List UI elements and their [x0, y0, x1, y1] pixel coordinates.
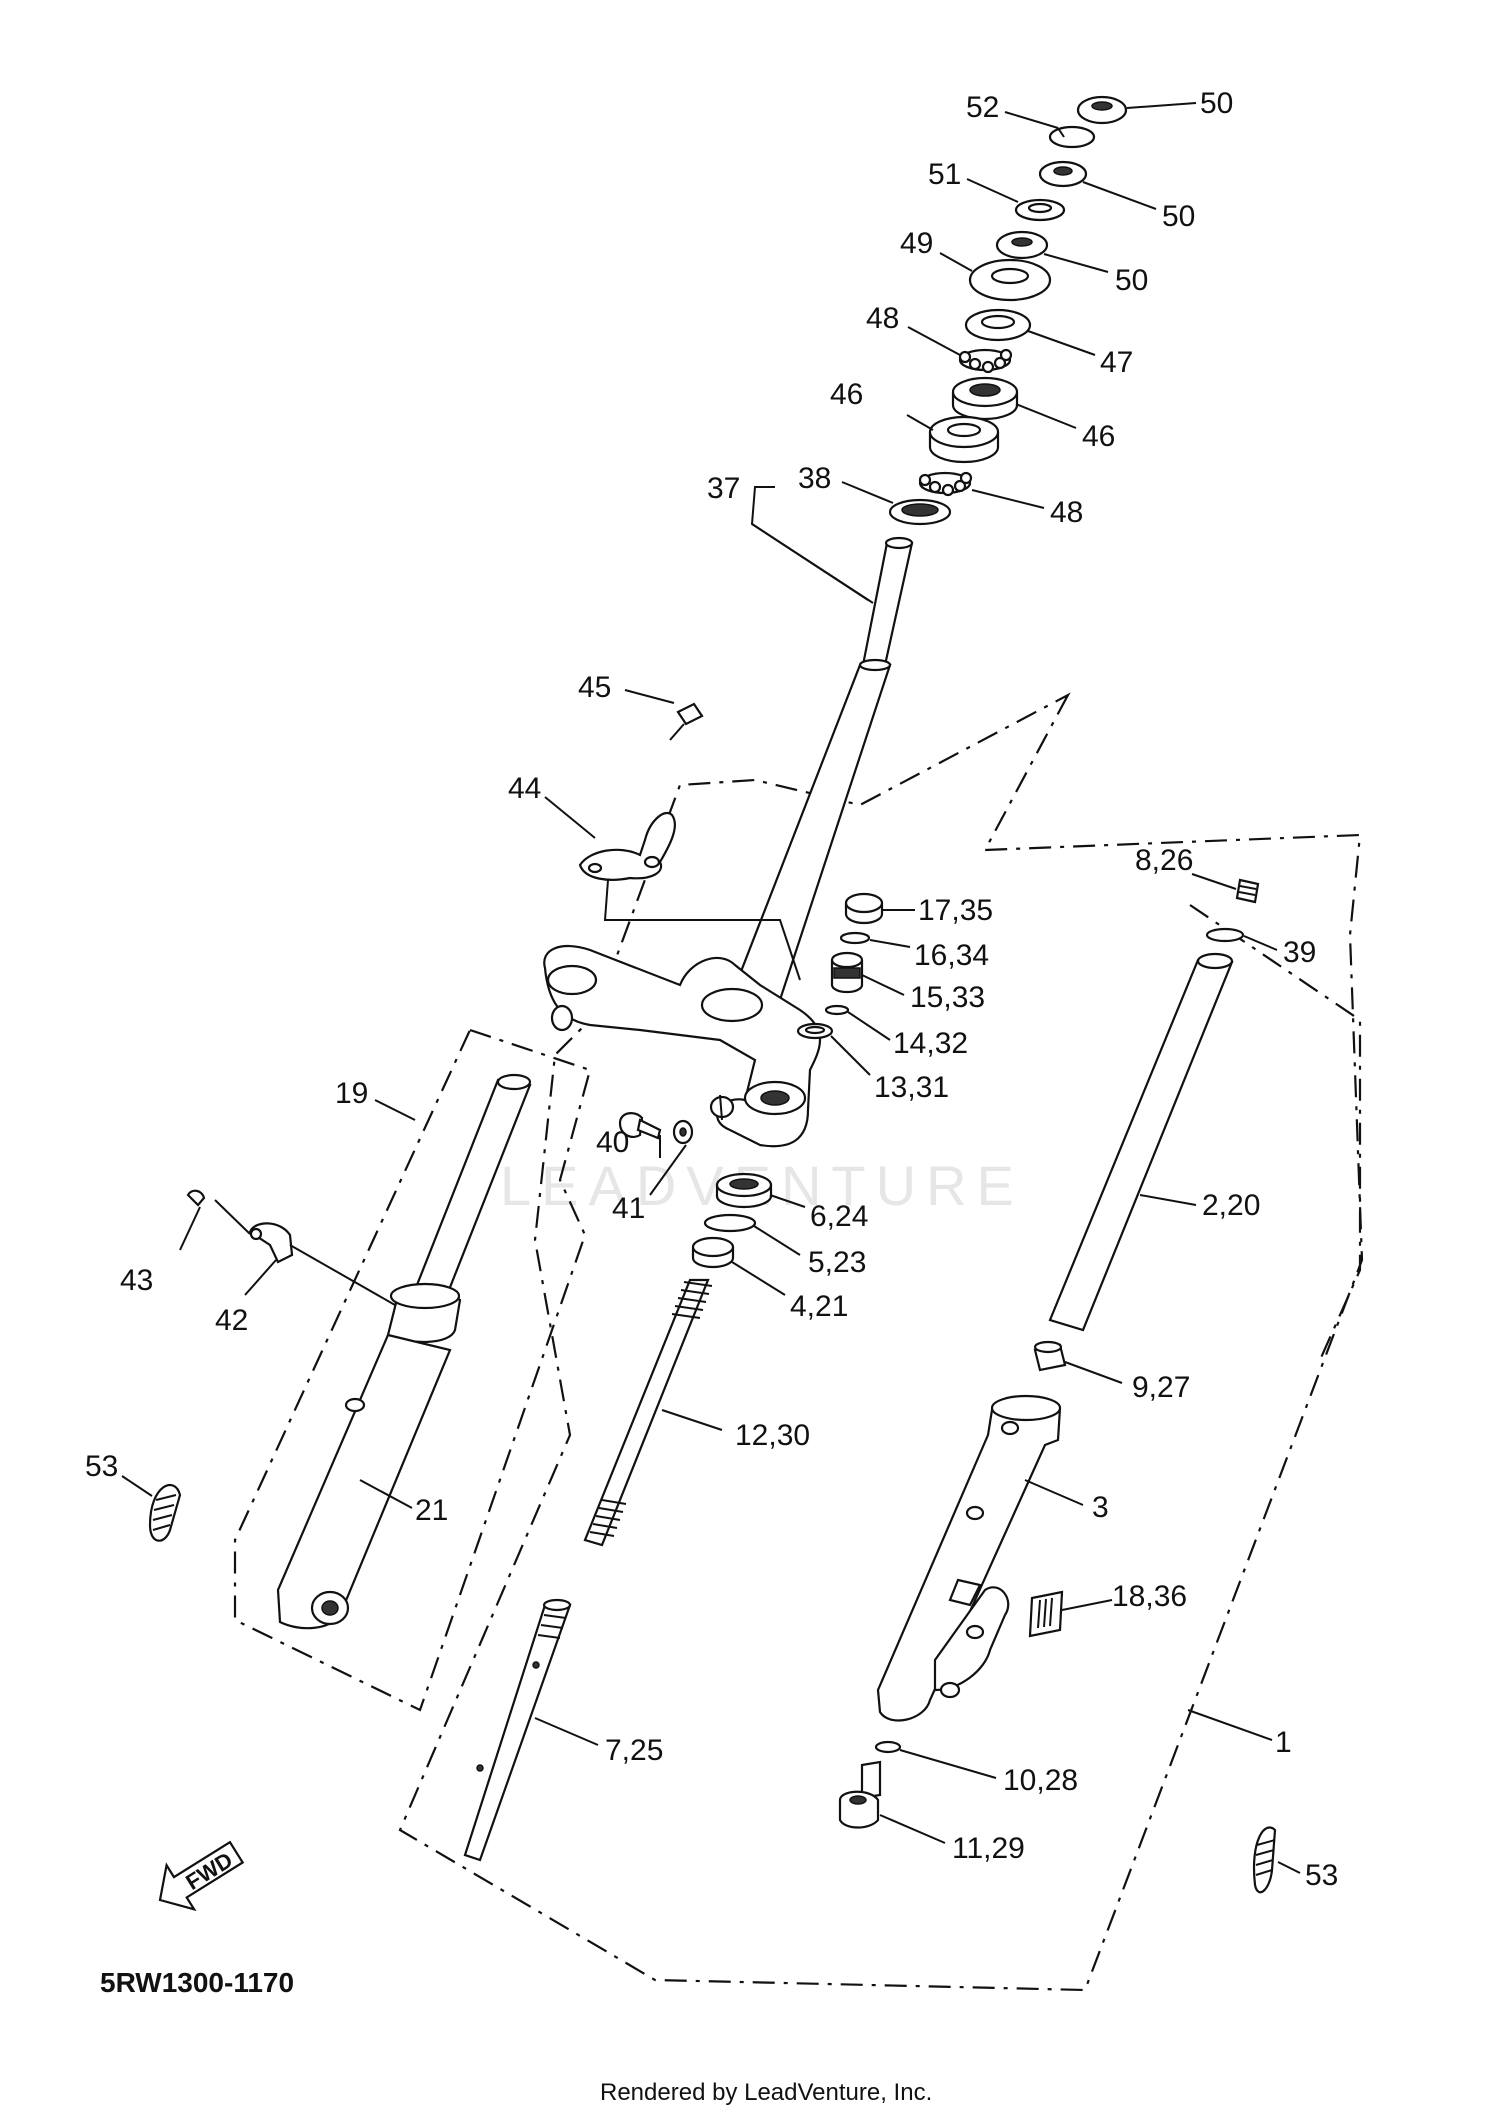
assembly-boundary-19: [233, 1028, 592, 1712]
label-15-33: 15,33: [910, 981, 985, 1014]
part-8-26-fork-bolt: [1235, 878, 1260, 904]
part-14-32-o-ring: [824, 1004, 850, 1016]
label-44: 44: [508, 772, 541, 805]
part-16-34-circlip: [839, 931, 871, 945]
label-6-24: 6,24: [810, 1200, 868, 1233]
part-43-screw: [186, 1189, 206, 1207]
label-13-31: 13,31: [874, 1071, 949, 1104]
label-19: 19: [335, 1077, 368, 1110]
label-47: 47: [1100, 346, 1133, 379]
label-7-25: 7,25: [605, 1734, 663, 1767]
label-9-27: 9,27: [1132, 1371, 1190, 1404]
part-53-reflector-left: [148, 1484, 182, 1542]
part-4-21-bushing: [691, 1236, 735, 1269]
part-9-27-oil-lock-piece: [1033, 1340, 1067, 1372]
label-37: 37: [707, 472, 740, 505]
part-48-ball-bearing-upper: [958, 348, 1013, 374]
part-49-bearing-cover: [968, 258, 1052, 302]
part-3-outer-tube: [876, 1394, 1062, 1722]
part-39-circlip: [1205, 927, 1245, 943]
part-50-ring-nut: [1038, 160, 1088, 188]
part-13-31-washer: [796, 1022, 834, 1040]
label-46-lower: 46: [1082, 420, 1115, 453]
footer-credit: Rendered by LeadVenture, Inc.: [600, 2079, 932, 2106]
assembly-boundary-1: [398, 692, 1364, 1992]
label-4-21: 4,21: [790, 1290, 848, 1323]
part-11-29-bolt: [838, 1760, 882, 1829]
label-53-left: 53: [85, 1450, 118, 1483]
part-18-36-label: [1028, 1590, 1064, 1638]
label-14-32: 14,32: [893, 1027, 968, 1060]
label-10-28: 10,28: [1003, 1764, 1078, 1797]
label-40: 40: [596, 1126, 629, 1159]
part-37-steering-stem: [726, 536, 914, 1017]
label-17-35: 17,35: [918, 894, 993, 927]
part-42-cable-clamp: [214, 1199, 396, 1306]
label-46-upper: 46: [830, 378, 863, 411]
label-1: 1: [1275, 1726, 1292, 1759]
part-48-ball-bearing-lower: [918, 471, 973, 497]
part-21-outer-tube: [276, 1282, 462, 1630]
part-41-washer: [672, 1119, 694, 1145]
label-53-right: 53: [1305, 1859, 1338, 1892]
label-3: 3: [1092, 1491, 1109, 1524]
label-51: 51: [928, 158, 961, 191]
part-50-top-nut: [1076, 95, 1128, 125]
label-11-29: 11,29: [952, 1832, 1025, 1865]
diagram-code: 5RW1300-1170: [100, 1967, 294, 1998]
label-50-top: 50: [1200, 87, 1233, 120]
part-53-reflector-right: [1252, 1826, 1277, 1894]
part-10-28-gasket: [874, 1740, 902, 1754]
part-5-23-stopper-ring: [703, 1213, 757, 1233]
part-38-dust-seal: [888, 498, 952, 526]
label-2-20: 2,20: [1202, 1189, 1260, 1222]
part-46-race-lower: [928, 415, 1000, 464]
label-39: 39: [1283, 936, 1316, 969]
part-46-race-upper: [951, 376, 1019, 421]
part-7-25-damper-rod: [463, 1598, 572, 1862]
label-38: 38: [798, 462, 831, 495]
label-52: 52: [966, 91, 999, 124]
label-8-26: 8,26: [1135, 844, 1193, 877]
label-18-36: 18,36: [1112, 1580, 1187, 1613]
part-37-under-bracket: [543, 945, 821, 1148]
part-50-lower-nut: [995, 230, 1049, 260]
label-48-upper: 48: [866, 302, 899, 335]
part-40-pinch-bolt: [618, 1112, 662, 1140]
part-6-24-oil-seal: [715, 1172, 773, 1209]
label-50-middle: 50: [1162, 200, 1195, 233]
part-52-lock-washer: [1048, 125, 1096, 149]
label-16-34: 16,34: [914, 939, 989, 972]
part-47-upper-race: [964, 308, 1032, 342]
label-43: 43: [120, 1264, 153, 1297]
label-49: 49: [900, 227, 933, 260]
leader-lines: [121, 102, 1301, 1874]
label-12-30: 12,30: [735, 1419, 810, 1452]
part-12-30-fork-spring: [583, 1278, 713, 1547]
part-44-cable-guide: [578, 812, 677, 881]
label-21: 21: [415, 1494, 448, 1527]
label-5-23: 5,23: [808, 1246, 866, 1279]
part-2-20-inner-tube: [1048, 952, 1234, 1332]
assembly-boundary-2: [1189, 904, 1362, 1361]
part-45-bolt: [669, 702, 704, 741]
label-42: 42: [215, 1304, 248, 1337]
label-48-lower: 48: [1050, 496, 1083, 529]
part-51-washer: [1014, 198, 1066, 222]
part-17-35-cap-bolt: [844, 892, 884, 925]
label-41: 41: [612, 1192, 645, 1225]
part-15-33-piston: [830, 951, 864, 994]
label-45: 45: [578, 671, 611, 704]
label-50-lower: 50: [1115, 264, 1148, 297]
fwd-arrow-icon: FWD: [158, 1840, 245, 1912]
